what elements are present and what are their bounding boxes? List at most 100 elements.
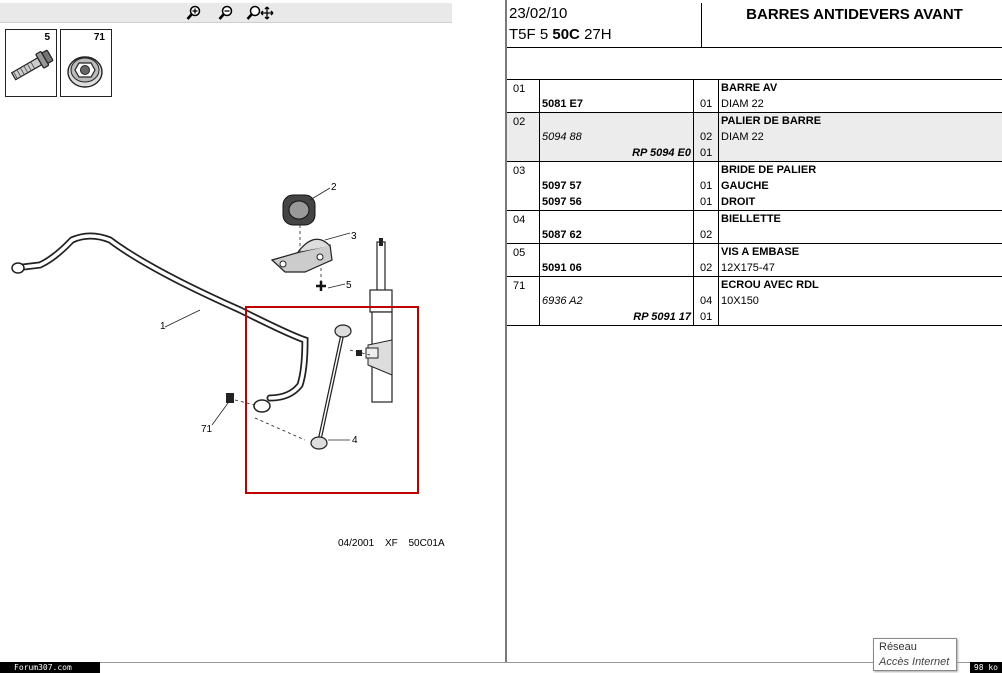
zoom-in-icon[interactable]: [186, 5, 202, 21]
callout-3: 3: [351, 231, 357, 242]
part-quantity: [694, 80, 718, 96]
part-number: [540, 211, 693, 227]
thumbnail-number: 71: [93, 32, 105, 43]
diagram-reference: 04/2001 XF 50C01A: [338, 538, 453, 549]
panel-divider: [505, 0, 507, 662]
part-quantity: 01: [700, 311, 713, 323]
zoom-toolbar: [0, 3, 452, 23]
zoom-pan-icon[interactable]: [246, 5, 274, 21]
link-rod-part: [310, 324, 362, 450]
description-cell: BIELLETTE: [718, 210, 1002, 244]
part-number: [540, 80, 693, 96]
part-ref: 71: [507, 276, 540, 326]
part-number[interactable]: 6936 A2: [542, 295, 583, 307]
thumbnail-bolt[interactable]: 5: [5, 29, 57, 97]
part-quantity: [694, 244, 718, 260]
thumbnail-number: 5: [44, 32, 50, 43]
reference-code2: 50C01A: [408, 538, 445, 549]
part-description: [721, 145, 1002, 161]
nut-icon: [67, 56, 103, 88]
zoom-out-icon[interactable]: [218, 5, 234, 21]
description-cell: VIS A EMBASE 12X175-47: [718, 243, 1002, 277]
part-number: [540, 244, 693, 260]
strut-part: [365, 238, 393, 403]
reference-date: 04/2001: [338, 538, 375, 549]
part-quantity: 02: [700, 262, 713, 274]
part-number[interactable]: 5094 88: [542, 131, 582, 143]
exploded-diagram: 2 3 5 1 71 4: [11, 182, 419, 494]
quantity-cell: 02: [693, 210, 719, 244]
part-ref: 02: [507, 112, 540, 162]
header-rule: [507, 47, 1002, 48]
part-description: DROIT: [721, 196, 756, 208]
part-number[interactable]: 5081 E7: [542, 98, 583, 110]
part-description: DIAM 22: [721, 98, 764, 110]
thumbnail-nut[interactable]: 71: [60, 29, 112, 97]
replacement-part-number[interactable]: RP 5091 17: [633, 311, 691, 323]
header-code-suffix: 27H: [584, 26, 612, 43]
part-quantity: [694, 277, 718, 293]
callout-71: 71: [201, 424, 213, 435]
part-number[interactable]: 5097 57: [542, 180, 582, 192]
part-description: GAUCHE: [721, 180, 769, 192]
quantity-cell: 02: [693, 243, 719, 277]
part-quantity: [694, 113, 718, 129]
status-bar: Forum307.com 98 ko: [0, 662, 1002, 673]
callout-1: 1: [160, 321, 166, 332]
part-description: 12X175-47: [721, 262, 775, 274]
part-number-cell: 5097 57 5097 56: [539, 161, 694, 211]
part-description: 10X150: [721, 295, 759, 307]
part-description: VIS A EMBASE: [721, 246, 800, 258]
part-quantity: 01: [700, 98, 713, 110]
part-number: [540, 277, 693, 293]
part-number[interactable]: 5097 56: [542, 196, 582, 208]
part-quantity: 04: [700, 295, 713, 307]
part-number-cell: 6936 A2 RP 5091 17: [539, 276, 694, 326]
part-description: PALIER DE BARRE: [721, 115, 822, 127]
part-ref: 05: [507, 243, 540, 277]
part-description: ECROU AVEC RDL: [721, 279, 819, 291]
tooltip-line1: Réseau: [879, 641, 917, 653]
part-number-cell: 5087 62: [539, 210, 694, 244]
page-title: BARRES ANTIDEVERS AVANT: [746, 6, 963, 23]
network-tooltip: Réseau Accès Internet: [873, 638, 957, 671]
part-ref: 04: [507, 210, 540, 244]
highlight-box: [245, 306, 419, 494]
header-code-main: 50C: [552, 26, 580, 43]
part-number: [540, 162, 693, 178]
part-number[interactable]: 5091 06: [542, 262, 582, 274]
part-number[interactable]: 5087 62: [542, 229, 582, 241]
part-description: BRIDE DE PALIER: [721, 164, 817, 176]
bolt-icon: [10, 49, 54, 81]
bushing-part: [282, 194, 316, 226]
part-quantity: [694, 162, 718, 178]
replacement-part-number[interactable]: RP 5094 E0: [632, 147, 691, 159]
description-cell: BRIDE DE PALIER GAUCHE DROIT: [718, 161, 1002, 211]
part-ref: 01: [507, 79, 540, 113]
callout-5: 5: [346, 280, 352, 291]
callout-4: 4: [352, 435, 358, 446]
status-size: 98 ko: [973, 663, 998, 672]
callout-2: 2: [331, 182, 337, 193]
part-number-cell: 5094 88 RP 5094 E0: [539, 112, 694, 162]
part-number-cell: 5091 06: [539, 243, 694, 277]
part-description: [721, 227, 1002, 243]
parts-panel: 23/02/10 T5F 5 50C 27H BARRES ANTIDEVERS…: [507, 0, 1002, 662]
header-code-prefix: T5F 5: [509, 26, 549, 43]
part-description: [721, 309, 1002, 325]
part-ref: 03: [507, 161, 540, 211]
quantity-cell: 01: [693, 79, 719, 113]
part-description: BIELLETTE: [721, 213, 781, 225]
part-number-cell: 5081 E7: [539, 79, 694, 113]
